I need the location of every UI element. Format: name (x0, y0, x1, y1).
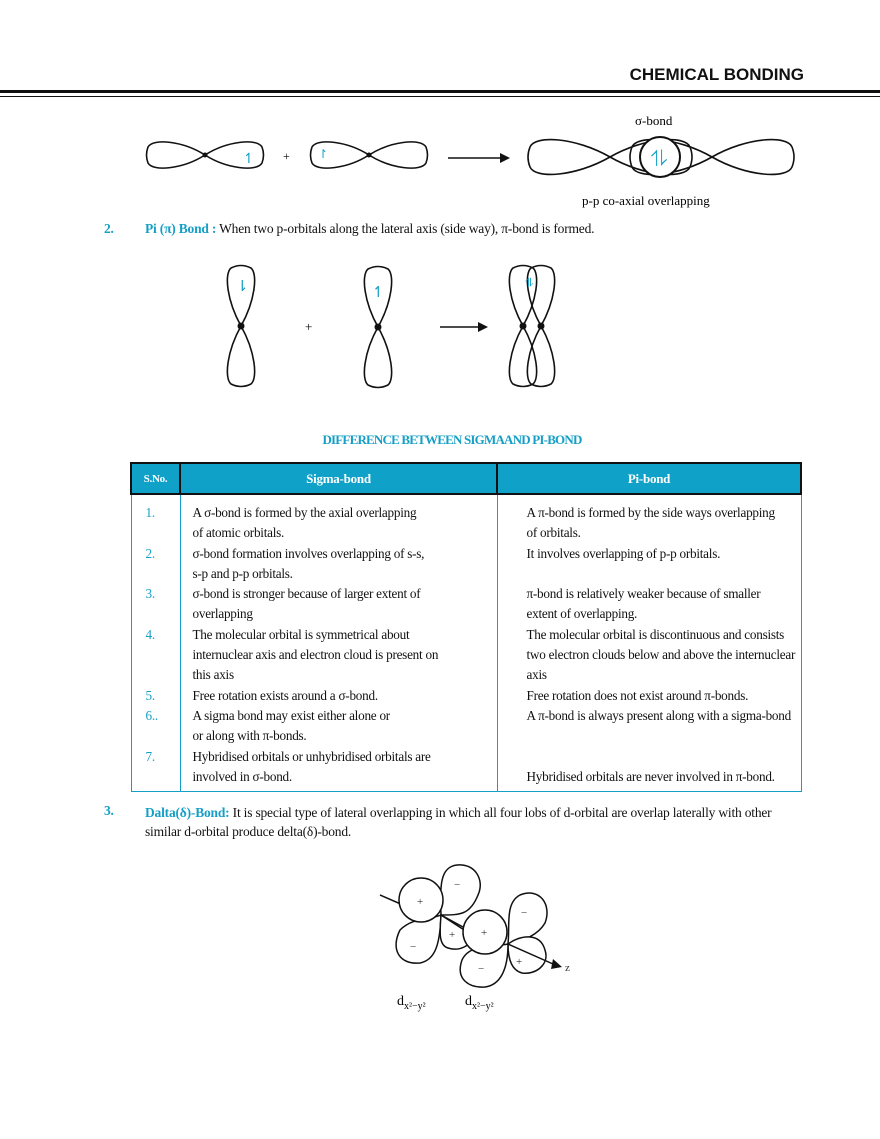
p-orbital-vertical-right: ↿ (363, 265, 393, 389)
svg-text:+: + (449, 929, 455, 941)
delta-bond-diagram: + − − + + − + − z dx²−y² dx²−y² (379, 864, 570, 1012)
table-row: 6..A sigma bond may exist either alone o… (130, 705, 802, 747)
pi-cell: Hybridised orbitals are never involved i… (496, 746, 802, 793)
table-row: 2.σ-bond formation involves overlapping … (130, 543, 802, 585)
orbital-labels: dx²−y² dx²−y² (397, 994, 494, 1012)
row-number: 5. (130, 685, 181, 706)
delta-section-text: Dalta(δ)-Bond: It is special type of lat… (145, 805, 772, 839)
lobe-plus (507, 936, 547, 974)
svg-text:−: − (410, 941, 416, 953)
sigma-cell: The molecular orbital is symmetrical abo… (179, 624, 498, 686)
plus-sign: + (283, 149, 290, 163)
table-row: 4.The molecular orbital is symmetrical a… (130, 624, 802, 686)
row-number: 7. (130, 746, 181, 793)
header-rule (0, 90, 880, 93)
svg-text:+: + (481, 927, 487, 939)
z-axis-label: z (565, 962, 570, 974)
svg-text:−: − (478, 963, 484, 975)
chapter-title: CHEMICAL BONDING (629, 65, 804, 84)
p-orbital-vertical-left: ⇂ (226, 264, 256, 388)
header-pi: Pi-bond (496, 462, 802, 495)
svg-text:dx²−y²: dx²−y² (465, 994, 494, 1012)
lobe-minus (439, 864, 481, 916)
pi-cell: A π-bond is formed by the side ways over… (496, 494, 802, 544)
lobe-plus (398, 877, 444, 923)
electron-up-arrow-icon: ↿ (243, 152, 255, 167)
pi-cell: A π-bond is always present along with a … (496, 705, 802, 747)
comparison-table: S.No. Sigma-bond Pi-bond 1.A σ-bond is f… (130, 462, 802, 793)
pi-cell: It involves overlapping of p-p orbitals. (496, 543, 802, 585)
pi-cell: The molecular orbital is discontinuous a… (496, 624, 802, 686)
arrow-icon (448, 153, 510, 163)
svg-text:+: + (417, 896, 423, 908)
header-sigma: Sigma-bond (179, 462, 498, 495)
pi-section-number: 2. (104, 221, 114, 236)
table-row: 3.σ-bond is stronger because of larger e… (130, 584, 802, 625)
svg-text:−: − (454, 879, 460, 891)
pi-bond-orbital: ⥮ (508, 264, 556, 388)
sigma-cell: Free rotation exists around a σ-bond. (179, 685, 498, 706)
p-orbital-right: ↾ (309, 141, 429, 169)
svg-text:dx²−y²: dx²−y² (397, 994, 426, 1012)
table-row: 5.Free rotation exists around a σ-bond.F… (130, 685, 802, 706)
row-number: 2. (130, 543, 181, 585)
pi-section-text: Pi (π) Bond : When two p-orbitals along … (145, 221, 595, 236)
sigma-cell: A σ-bond is formed by the axial overlapp… (179, 494, 498, 544)
sigma-cell: A sigma bond may exist either alone or o… (179, 705, 498, 747)
sigma-bond-label: σ-bond (635, 113, 673, 128)
arrow-icon (440, 322, 488, 332)
pi-bond-diagram: ⇂ + ↿ ⥮ (226, 264, 556, 389)
table-row: 1.A σ-bond is formed by the axial overla… (130, 494, 802, 544)
sigma-cell: Hybridised orbitals or unhybridised orbi… (179, 746, 498, 793)
z-axis-arrow-icon (551, 959, 562, 969)
row-number: 4. (130, 624, 181, 686)
electron-pair-arrows-icon: ⥮ (651, 146, 667, 171)
sigma-cell: σ-bond formation involves overlapping of… (179, 543, 498, 585)
electron-pair-arrows-icon: ⥮ (525, 276, 534, 290)
row-number: 3. (130, 584, 181, 625)
sigma-cell: σ-bond is stronger because of larger ext… (179, 584, 498, 625)
svg-text:+: + (516, 956, 522, 968)
pi-cell: π-bond is relatively weaker because of s… (496, 584, 802, 625)
pi-cell: Free rotation does not exist around π-bo… (496, 685, 802, 706)
row-number: 1. (130, 494, 181, 544)
electron-down-arrow-icon: ⇂ (236, 279, 249, 295)
table-title: DIFFERENCE BETWEEN SIGMAAND PI-BOND (322, 432, 582, 447)
sigma-bond-orbital: ⥮ (527, 136, 795, 178)
electron-up-arrow-icon: ↿ (372, 285, 385, 301)
plus-sign: + (305, 319, 312, 334)
electron-up-arrow-icon: ↾ (318, 147, 328, 161)
row-number: 6.. (130, 705, 181, 747)
sigma-bond-diagram: ↿ + ↾ ⥮ σ-bond p-p co-axial overlapping (145, 113, 795, 208)
lobe-plus (462, 909, 508, 955)
table-row: 7.Hybridised orbitals or unhybridised or… (130, 746, 802, 793)
header-rule-thin (0, 96, 880, 97)
table-header-row: S.No. Sigma-bond Pi-bond (130, 462, 802, 495)
header-sno: S.No. (130, 462, 181, 495)
svg-text:−: − (521, 907, 527, 919)
sigma-caption: p-p co-axial overlapping (582, 193, 710, 208)
delta-section-number: 3. (104, 803, 114, 818)
p-orbital-left: ↿ (145, 141, 265, 169)
